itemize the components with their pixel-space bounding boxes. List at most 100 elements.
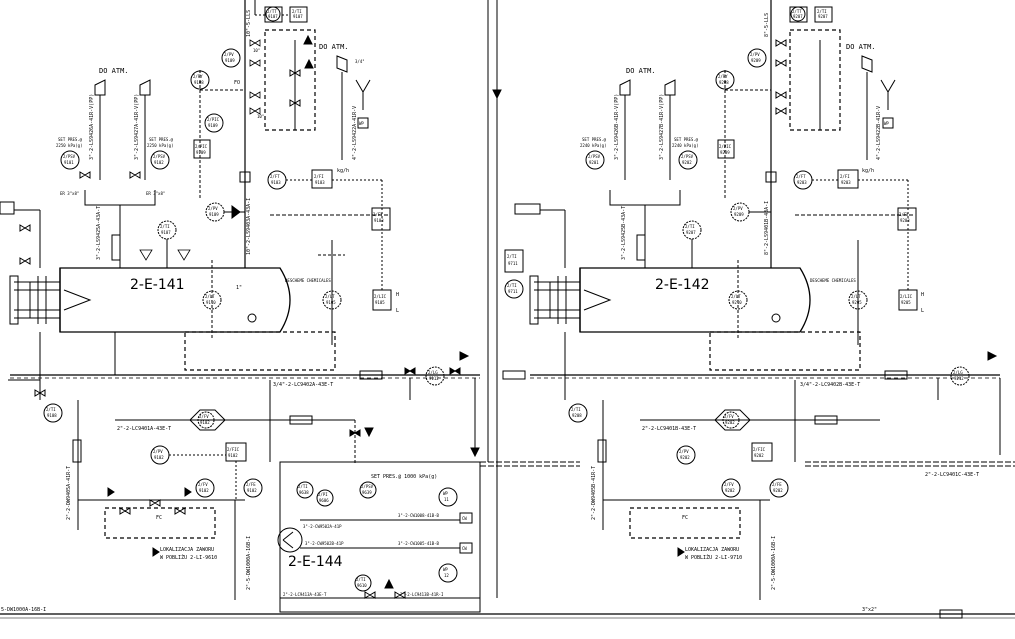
ti9610-b: 9610 <box>357 583 367 588</box>
vent-label-right-2: DO ATM. <box>846 43 876 51</box>
size-label-1: 10" <box>253 48 260 53</box>
fc-label-1: FC <box>156 515 162 521</box>
tube-bundle-e141 <box>14 276 92 324</box>
lic9205-b: 9205 <box>901 300 911 305</box>
pv9202-a: 2/PV <box>679 449 689 454</box>
fic9102-b: 9102 <box>228 453 238 458</box>
fy9103-a: 2/FY <box>373 212 383 217</box>
line-label-ls9422b: 4"-2-LS9422B-41R-V <box>876 106 882 160</box>
line-cw1008: 3"-2-CW1008-41B-B <box>398 513 440 518</box>
psv9639-b: 9639 <box>362 490 372 495</box>
ft9203-a: 2/FT <box>796 174 806 179</box>
fy9203-b: 9203 <box>900 218 910 223</box>
tag-pic9109-a: 2/PIC <box>207 117 220 122</box>
cw-label-2: CW <box>462 546 467 551</box>
lokalizacja-2: W POBLIŻU 2-LI-9610 <box>160 554 217 561</box>
line-label-dw1000c: 2"-5-DW1000A-16B-I <box>246 536 252 590</box>
tag-pv9109 <box>190 70 210 90</box>
lt9210-a: 2/LT <box>731 294 741 299</box>
lg9112-b: 9112 <box>429 376 439 381</box>
ti9711-c-b: 9711 <box>508 289 518 294</box>
psv9101-b: 9101 <box>64 160 74 165</box>
fc-label-2: FC <box>682 515 688 521</box>
ti9711-c-a: 2/TI <box>507 283 517 288</box>
fv9202-b: 9202 <box>725 488 735 493</box>
ti9207-b: 9207 <box>818 14 828 19</box>
pi9606-b: 9606 <box>319 498 329 503</box>
pv9109-b-b: 9109 <box>209 212 219 217</box>
equipment-label-e144: 2-E-144 <box>288 554 343 570</box>
vent-label-right: DO ATM. <box>319 43 349 51</box>
fv9102-b: 9102 <box>199 488 209 493</box>
wp-label-2: WP <box>884 121 889 126</box>
set-pres-4-a: SET PRES.@ <box>674 137 699 142</box>
kgh-label-2: kg/h <box>862 168 874 174</box>
lic9205-a: 2/LIC <box>900 294 913 299</box>
l-label-2: L <box>921 308 924 314</box>
line-label-dw9405a: 2"-2-DW9405A-41R-T <box>66 466 72 520</box>
fe9102-b: 9102 <box>247 488 257 493</box>
set-pres-3-a: SET PRES.@ <box>582 137 607 142</box>
fic9102-a: 2/FIC <box>227 447 240 452</box>
pic9209-a: 2/PIC <box>719 144 732 149</box>
l-label-1: L <box>396 308 399 314</box>
pv9102-a: 2/PV <box>153 449 163 454</box>
fv9102-top-a: 2/FV <box>199 414 209 419</box>
line-label-ls9422a: 4"-2-LS9422A-41R-V <box>352 106 358 160</box>
line-label-lc9401c: 2"-2-LC9401C-43E-T <box>925 472 979 478</box>
pv9209-b-a: 2/PV <box>733 206 743 211</box>
fe9102-a: 2/FE <box>246 482 256 487</box>
lg9112-a: 2/LG <box>428 370 438 375</box>
ti9108-a: 2/TI <box>46 407 56 412</box>
ti9207-a: 2/TI <box>817 9 827 14</box>
tag-ti9107-a: 2/TI <box>292 9 302 14</box>
pv9202-b: 9202 <box>680 455 690 460</box>
set-pres-4-b: 2240 kPa(g) <box>672 143 699 148</box>
vent-label-left: DO ATM. <box>99 67 129 75</box>
lt9210-b: 9210 <box>732 300 742 305</box>
set-pres-2-a: SET PRES.@ <box>149 137 174 142</box>
er-label-1: ER 3"x8" <box>60 191 79 196</box>
cw-label-1: CW <box>462 516 467 521</box>
pv9209-a: 2/PV <box>750 52 760 57</box>
pt9201-a: 2/PY <box>718 74 728 79</box>
tag-tt9107-a: 2/TT <box>267 9 277 14</box>
tag-pv9109-a: 2/PY <box>193 74 203 79</box>
chem-label-2: DESCHEME CHEMICALES <box>810 278 856 283</box>
fv9102-a: 2/FV <box>198 482 208 487</box>
pv9209-b-b: 9209 <box>734 212 744 217</box>
ti9207-vessel-b: 9207 <box>686 230 696 235</box>
ti9208-b: 9208 <box>572 413 582 418</box>
line-label-lc9401a: 2"-2-LC9401A-43E-T <box>117 426 171 432</box>
fic9202-a: 2/FIC <box>753 447 766 452</box>
size-label-4: 1" <box>236 285 242 291</box>
fic9202-b: 9202 <box>754 453 764 458</box>
line-label-ls9403a: 10"-2-LS9403A-43A-I <box>246 198 252 255</box>
lg9212-b: 9212 <box>954 376 964 381</box>
lg9212-a: 2/LG <box>953 370 963 375</box>
line-label-lc9402b: 3/4"-2-LC9402B-43E-T <box>800 382 860 388</box>
kgh-label-1: kg/h <box>337 168 349 174</box>
ti9638-a: 2/TI <box>298 484 308 489</box>
ft9103-a: 2/FT <box>270 174 280 179</box>
er-label-2: ER 3"x8" <box>146 191 165 196</box>
fail-open-label: FO <box>234 80 240 86</box>
line-label-ls9426b: 3"-2-LS9426B-41R-V(PP) <box>614 94 620 160</box>
lt9105-a: 2/LT <box>325 294 335 299</box>
ti9208-a: 2/TI <box>571 407 581 412</box>
line-lc9413a: 2"-2-LC9413A-43E-T <box>283 592 327 597</box>
lokalizacja-3: LOKALIZACJA ZAWORU <box>685 547 739 553</box>
line-label-ls-top: 10"-5-LLS <box>246 10 252 37</box>
fv9102-top-b: 9102 <box>200 420 210 425</box>
set-pres-1-a: SET PRES.@ <box>58 137 83 142</box>
tag-pic9109-box-a: 2/PIC <box>195 144 208 149</box>
line-cw9502a: 3"-2-CW9502A-41P <box>303 524 342 529</box>
h-label-2: H <box>921 292 924 298</box>
fe9202-a: 2/FE <box>772 482 782 487</box>
tt9207-a: 2/TT <box>792 9 802 14</box>
lic9105-a: 2/LIC <box>374 294 387 299</box>
pv9102-b: 9102 <box>154 455 164 460</box>
pi9606-a: 2/PI <box>318 492 328 497</box>
fy9203-a: 2/FY <box>899 212 909 217</box>
line-label-dw1000a: 5-DW1000A-16B-I <box>1 607 46 613</box>
